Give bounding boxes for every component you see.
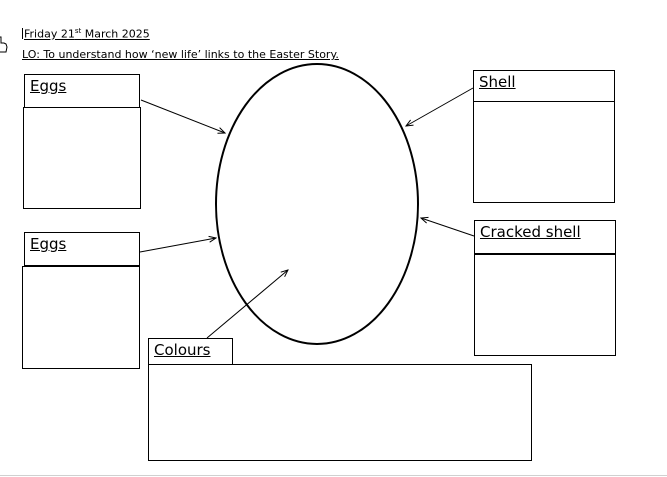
label-eggs-top-text: Eggs [30,77,67,95]
writing-box-colours[interactable] [148,364,532,461]
date-line: Friday 21st March 2025 [22,27,150,41]
date-suffix: st [74,27,82,35]
text-caret [22,27,23,39]
label-cracked-shell-text: Cracked shell [480,223,581,241]
label-eggs-bottom-text: Eggs [30,235,67,253]
central-egg-outline [215,63,419,345]
label-colours-text: Colours [154,341,211,359]
arrow-eggs-top [140,99,225,133]
writing-box-shell[interactable] [473,101,615,203]
arrow-colours [206,270,288,339]
label-colours: Colours [148,338,233,365]
date-rest: March 2025 [81,27,150,41]
hand-cursor-icon [0,36,8,53]
writing-box-cracked-shell[interactable] [474,254,616,356]
arrow-shell [406,87,474,126]
arrow-cracked-shell [421,218,475,237]
label-shell: Shell [473,70,615,102]
writing-box-eggs-bottom[interactable] [22,266,140,369]
date-day: Friday 21 [24,27,75,41]
learning-objective: LO: To understand how ‘new life’ links t… [22,48,339,61]
page-bottom-edge [0,475,667,476]
writing-box-eggs-top[interactable] [23,107,141,209]
label-eggs-bottom: Eggs [24,232,140,267]
label-shell-text: Shell [479,73,516,91]
arrow-eggs-bottom [139,238,216,253]
